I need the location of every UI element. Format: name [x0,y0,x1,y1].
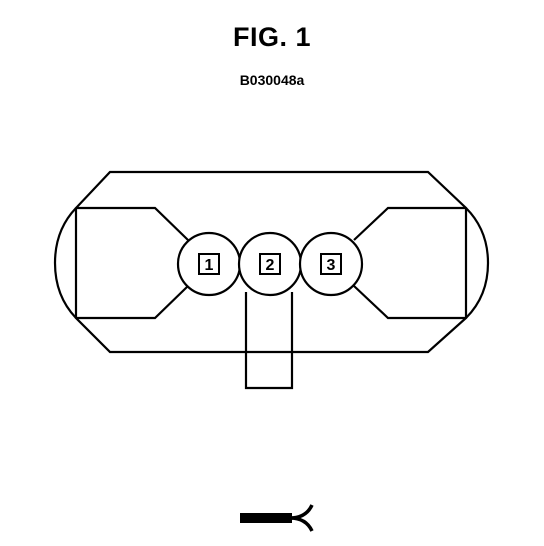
figure-code: B030048a [239,72,305,88]
terminal-2-box [259,253,281,275]
connector-lower-tab [244,292,294,390]
right-inner-recess [353,206,466,320]
right-cap-outline [465,207,490,319]
terminal-1-label: 1 [205,257,214,274]
terminal-3-label: 3 [327,257,336,274]
figure-title: FIG. 1 [232,22,311,52]
connector-probe-icon [240,504,314,532]
left-cap-outline [53,207,77,319]
terminal-3-box [320,253,342,275]
left-inner-recess [76,206,189,320]
terminal-2-label: 2 [266,257,275,274]
terminal-1-box [198,253,220,275]
connector-housing-outline [74,170,468,354]
